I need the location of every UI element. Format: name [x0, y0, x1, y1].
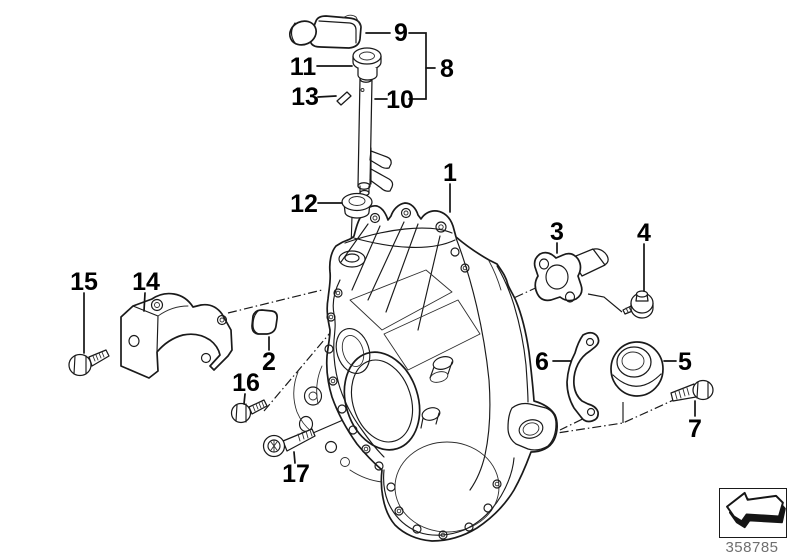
part-6-retaining-plate	[566, 331, 600, 423]
callout-label-7[interactable]: 7	[688, 415, 702, 443]
callout-label-12[interactable]: 12	[290, 190, 318, 218]
callout-label-5[interactable]: 5	[678, 348, 692, 376]
direction-indicator-box	[719, 488, 787, 538]
part-3-guide-sleeve	[533, 248, 609, 303]
direction-arrow-icon	[726, 491, 786, 529]
part-15-bolt	[68, 349, 110, 377]
callout-leader-8	[408, 32, 427, 100]
shift-knob	[288, 20, 318, 46]
callout-label-4[interactable]: 4	[637, 219, 651, 247]
callout-label-1[interactable]: 1	[443, 159, 457, 187]
part-14-bracket	[120, 292, 233, 379]
part-17-bolt	[262, 428, 316, 458]
callout-label-14[interactable]: 14	[132, 268, 160, 296]
connector-line	[312, 419, 344, 434]
part-4-bolt	[622, 290, 654, 319]
part-9-selector-arm	[288, 14, 362, 49]
part-16-bolt	[230, 399, 268, 424]
callout-label-8[interactable]: 8	[440, 55, 454, 83]
callout-leader-16	[243, 393, 246, 405]
connector-line	[556, 397, 679, 434]
part-11-bushing	[352, 47, 382, 81]
connector-line	[263, 332, 331, 412]
part-1-housing	[293, 202, 558, 542]
part-12-seal-ring	[341, 192, 373, 219]
part-13-pin	[336, 91, 352, 106]
callout-label-9[interactable]: 9	[394, 19, 408, 47]
part-7-bolt	[670, 379, 714, 402]
callout-label-10[interactable]: 10	[386, 86, 414, 114]
connector-line	[227, 289, 323, 314]
callout-label-3[interactable]: 3	[550, 218, 564, 246]
callout-label-2[interactable]: 2	[262, 348, 276, 376]
callout-label-15[interactable]: 15	[70, 268, 98, 296]
connector-line	[587, 293, 623, 313]
callout-label-17[interactable]: 17	[282, 460, 310, 488]
part-5-seal	[610, 341, 664, 397]
callout-leader-14	[143, 292, 146, 312]
callout-label-13[interactable]: 13	[291, 83, 319, 111]
callout-label-16[interactable]: 16	[232, 369, 260, 397]
part-2-dowel-bushing	[251, 309, 278, 335]
callout-label-11[interactable]: 11	[290, 53, 317, 81]
callout-leader-17	[293, 451, 296, 464]
callout-leader-13	[317, 95, 337, 98]
callout-leader-lines	[83, 32, 696, 464]
callout-label-6[interactable]: 6	[535, 348, 549, 376]
diagram-number: 358785	[725, 539, 779, 556]
